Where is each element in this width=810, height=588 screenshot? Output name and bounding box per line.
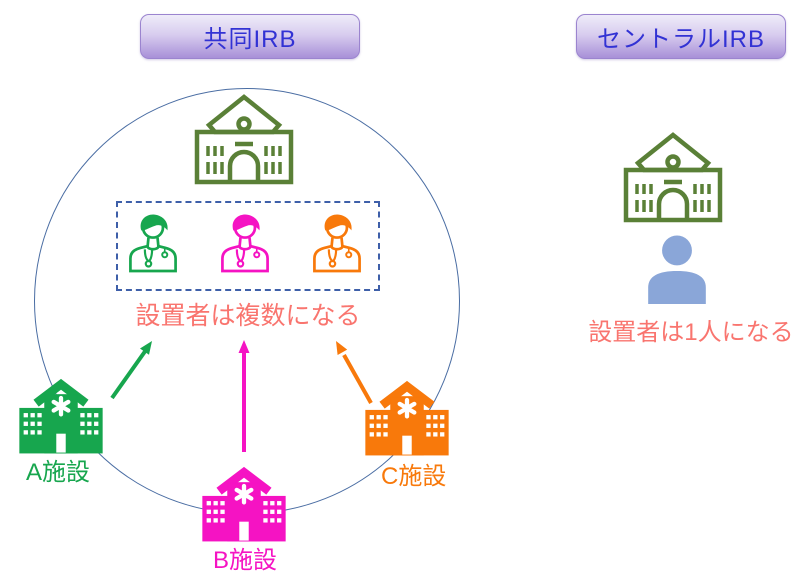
founders-dashed-box bbox=[116, 201, 380, 291]
doctor-a-icon bbox=[129, 214, 177, 273]
central-institution-icon bbox=[623, 132, 723, 223]
doctor-c-icon bbox=[313, 214, 361, 273]
facility-c-label: C施設 bbox=[381, 463, 447, 490]
facility-b-label: B施設 bbox=[213, 547, 278, 574]
central-irb-badge-label: セントラルIRB bbox=[596, 26, 765, 53]
facility-a-label: A施設 bbox=[26, 459, 91, 486]
joint-irb-badge: 共同IRB bbox=[140, 14, 360, 59]
single-founder-person-icon bbox=[648, 235, 706, 304]
hospital-b-icon bbox=[202, 466, 286, 542]
joint-caption: 設置者は複数になる bbox=[135, 302, 361, 330]
irb-institution-icon bbox=[194, 94, 294, 185]
hospital-c-icon bbox=[365, 380, 449, 456]
doctor-b-icon bbox=[221, 214, 269, 273]
central-caption: 設置者は1人になる bbox=[588, 319, 794, 346]
hospital-a-icon bbox=[19, 378, 103, 454]
joint-irb-badge-label: 共同IRB bbox=[203, 26, 297, 53]
central-irb-badge: セントラルIRB bbox=[576, 14, 786, 59]
